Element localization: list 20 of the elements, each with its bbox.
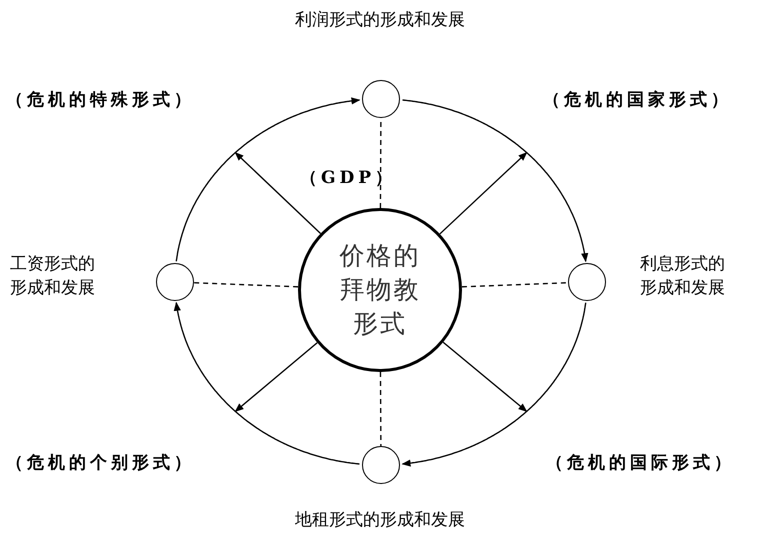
crisis-label: （危机的个别形式） [6,452,195,475]
curved-arrow [402,99,588,262]
dashed-connector [194,282,298,288]
node-caption: 工资形式的形成和发展 [10,253,96,300]
dashed-connector [380,372,382,446]
crisis-label: （危机的特殊形式） [6,89,195,112]
node-label: 价格的拜物教形式 [338,240,422,340]
node-caption: 利润形式的形成和发展 [294,9,466,32]
curved-arrow [176,97,360,262]
crisis-label: （危机的国家形式） [543,89,732,112]
curved-arrow [174,302,360,465]
crisis-label: （危机的国际形式） [546,452,735,475]
arrow [439,152,528,234]
arrow [234,152,321,234]
node-caption: 利息形式的形成和发展 [640,253,726,300]
dashed-connector [462,282,568,288]
arrow [234,342,318,412]
curved-arrow [402,302,586,467]
arrow [442,342,528,412]
node-caption: 地租形式的形成和发展 [294,509,466,532]
